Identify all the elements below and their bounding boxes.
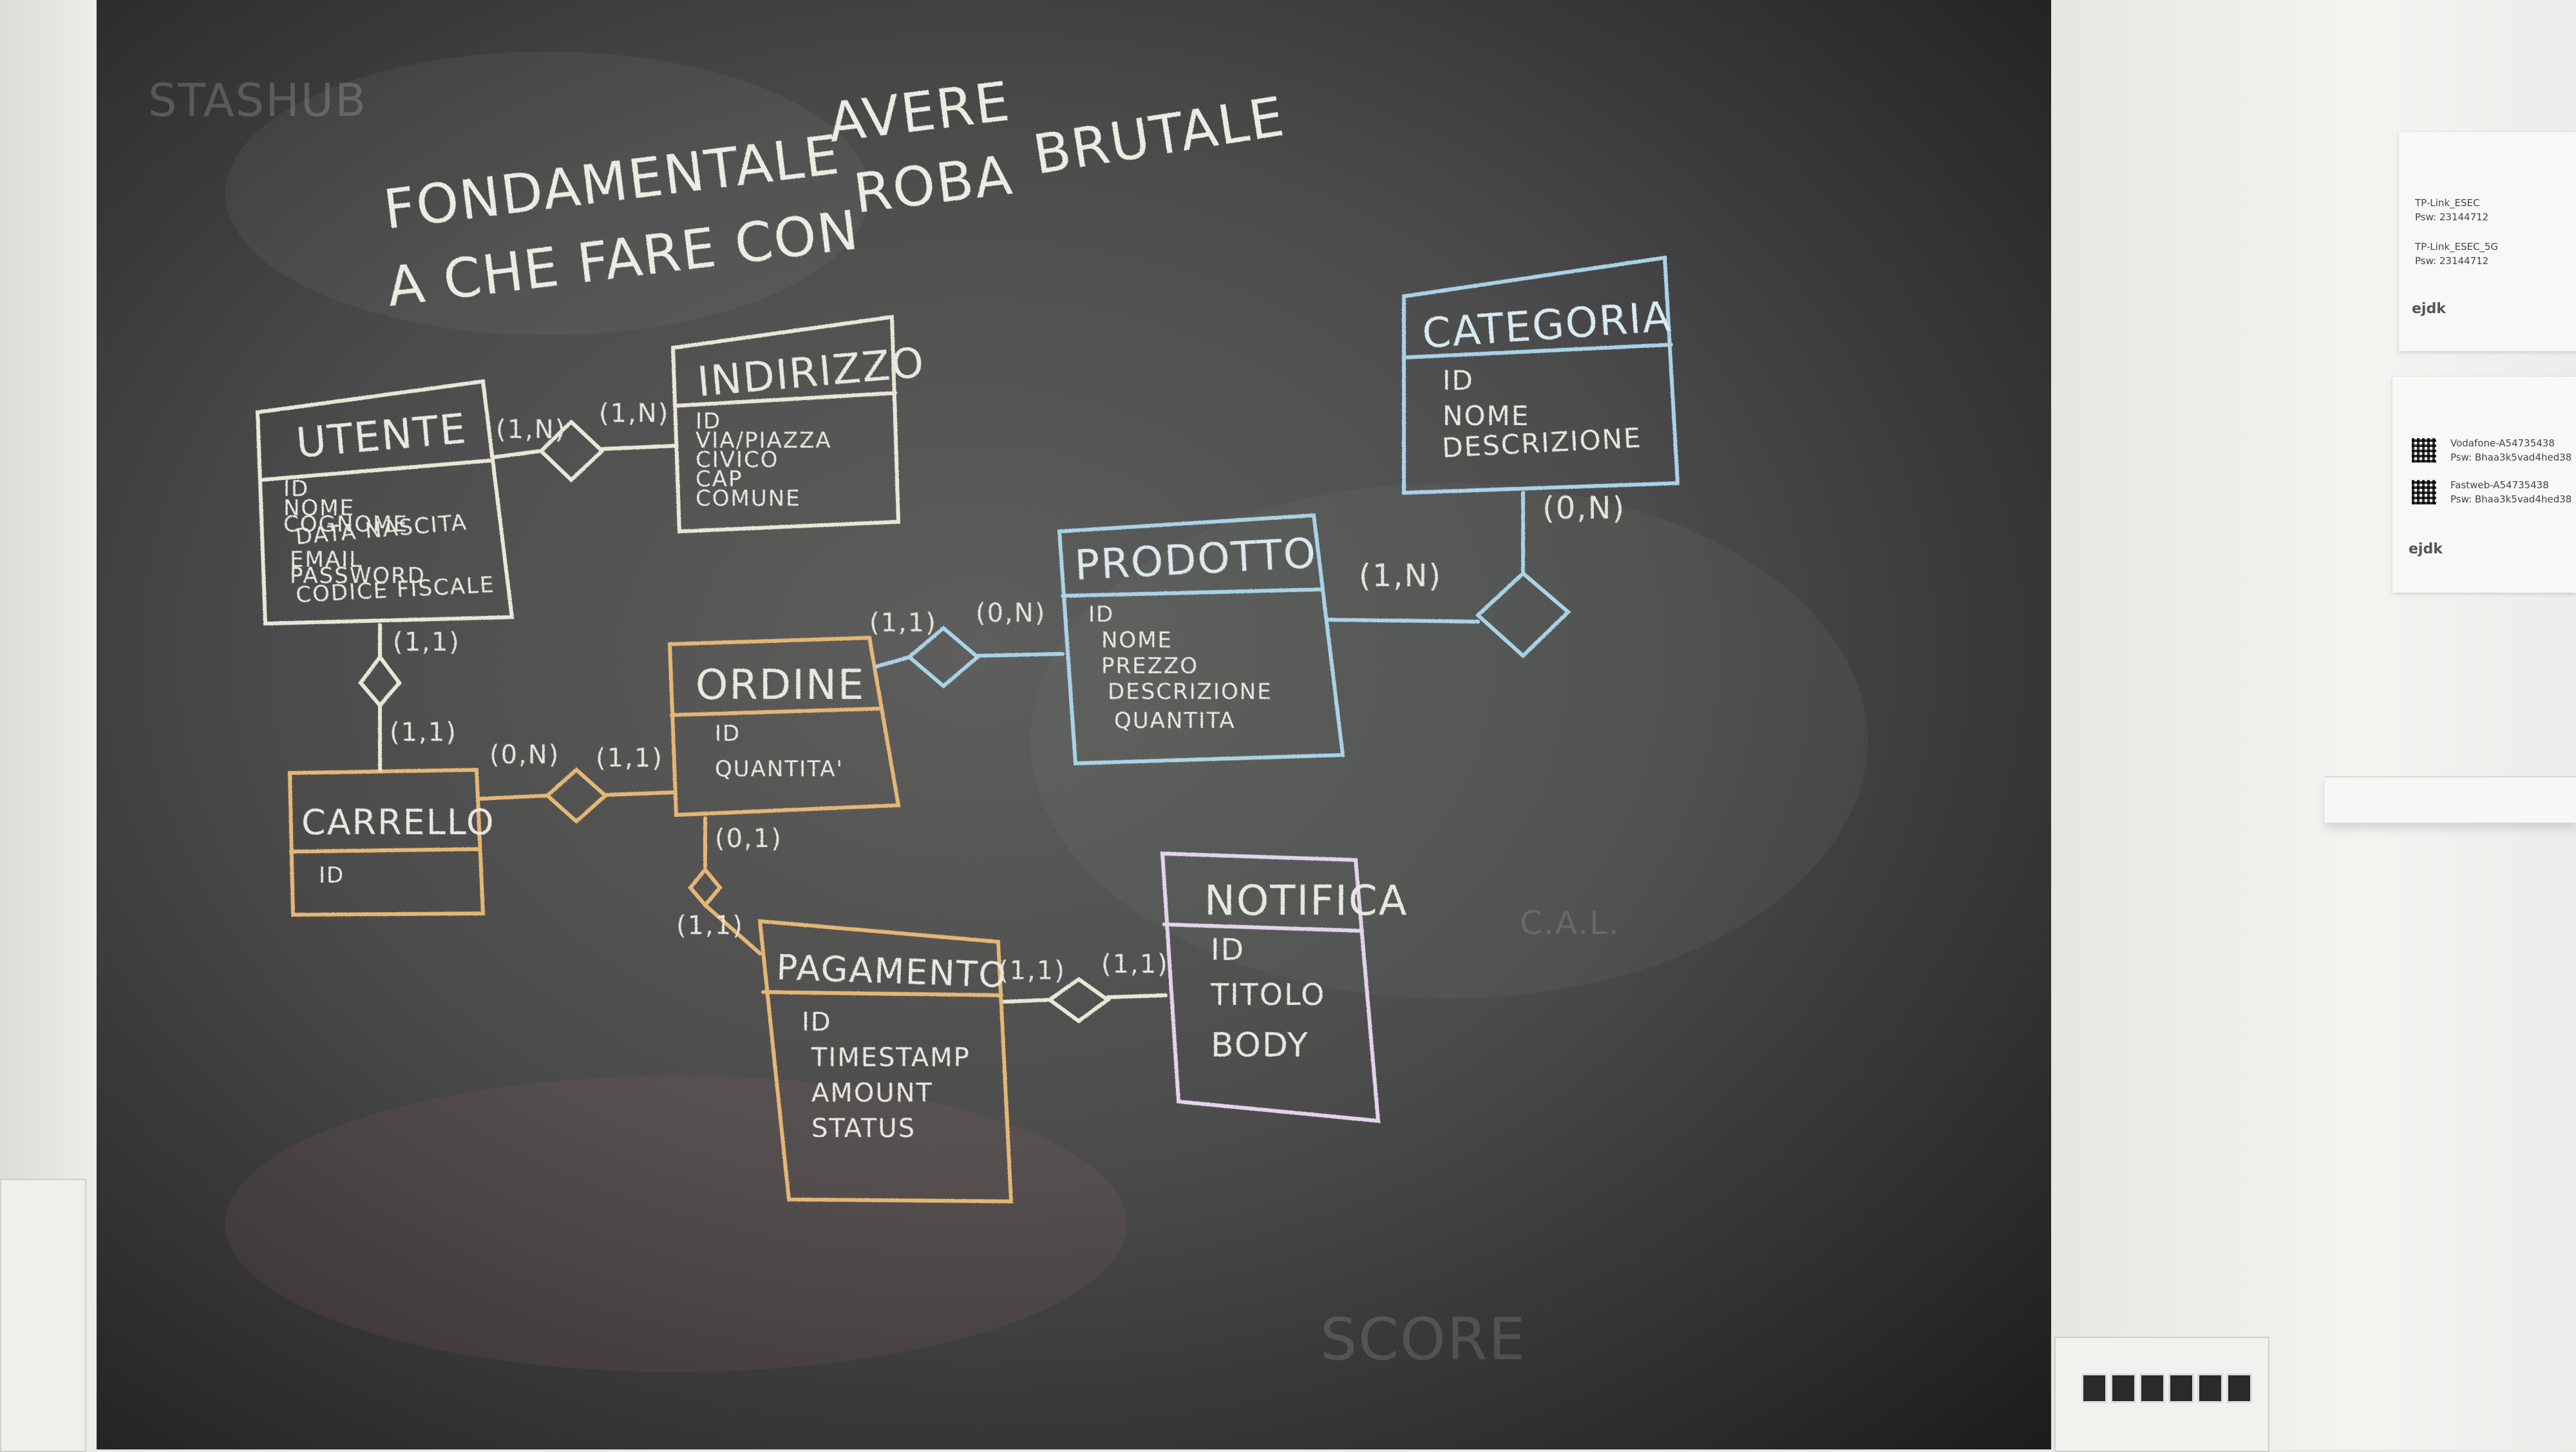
network-patch-panel <box>2054 1337 2269 1452</box>
attr-pagamento: AMOUNT <box>811 1078 933 1108</box>
ejdk-logo: ejdk <box>2409 541 2443 557</box>
entity-indirizzo <box>670 314 901 534</box>
cardinality-label: (1,N) <box>496 415 566 444</box>
relationship-ordine-pagamento <box>688 816 762 955</box>
cardinality-label: (1,1) <box>676 911 744 941</box>
attr-ordine: QUANTITA' <box>715 756 844 782</box>
ethernet-port <box>2110 1373 2136 1403</box>
wifi-card-2: Vodafone-A54735438 Psw: Bhaa3k5vad4hed38… <box>2392 377 2576 593</box>
entity-title-pagamento: PAGAMENTO <box>776 947 1008 995</box>
relationship-carrello-ordine <box>478 767 675 825</box>
smudge-layer <box>225 52 1868 1372</box>
wifi-network-name: Vodafone-A54735438 <box>2450 437 2555 449</box>
attr-pagamento: ID <box>802 1008 832 1037</box>
attr-utente: COGNOME <box>283 511 408 537</box>
attr-prodotto: QUANTITA <box>1114 708 1236 734</box>
wifi-password: Psw: 23144712 <box>2415 255 2489 267</box>
cardinality-label: (1,N) <box>1359 558 1442 594</box>
entity-prodotto <box>1057 513 1345 766</box>
entity-title-carrello: CARRELLO <box>301 802 495 843</box>
chalk-diagram: STASHUB C.A.L. SCORE FONDAMENTALE AVERE … <box>148 52 1868 1373</box>
cardinality-label: (1,N) <box>599 399 669 428</box>
qr-code-icon <box>2412 438 2436 463</box>
relationship-pagamento-notifica <box>1003 977 1168 1024</box>
ethernet-port <box>2226 1373 2252 1403</box>
header-line-1b: AVERE <box>824 70 1014 155</box>
entity-title-ordine: ORDINE <box>696 662 865 709</box>
attr-prodotto: NOME <box>1101 627 1173 653</box>
entity-notifica <box>1160 851 1381 1123</box>
relationship-prodotto-categoria <box>1325 491 1571 659</box>
relationship-utente-indirizzo <box>491 419 677 483</box>
attr-utente: PASSWORD <box>290 563 426 589</box>
wifi-password: Psw: Bhaa3k5vad4hed38 <box>2450 493 2572 505</box>
ethernet-port <box>2168 1373 2194 1403</box>
attr-categoria: NOME <box>1443 400 1530 432</box>
attr-notifica: BODY <box>1211 1026 1309 1065</box>
wifi-card-1: TP-Link_ESEC Psw: 23144712 TP-Link_ESEC_… <box>2399 132 2576 351</box>
wall-outlet-panel <box>0 1179 86 1452</box>
chalkboard: STASHUB C.A.L. SCORE FONDAMENTALE AVERE … <box>97 0 2051 1449</box>
wall-shelf <box>2325 776 2576 823</box>
attr-indirizzo: CIVICO <box>696 447 779 473</box>
faded-text-bottom: SCORE <box>1320 1306 1526 1373</box>
cardinality-label: (1,1) <box>998 956 1066 986</box>
ethernet-port <box>2081 1373 2107 1403</box>
entity-title-indirizzo: INDIRIZZO <box>696 339 927 406</box>
wifi-network-name: Fastweb-A54735438 <box>2450 479 2549 491</box>
ethernet-port <box>2197 1373 2223 1403</box>
header-line-2c: BRUTALE <box>1029 84 1289 186</box>
attr-notifica: ID <box>1211 932 1245 967</box>
faded-text-topleft: STASHUB <box>148 74 367 127</box>
entity-categoria <box>1402 255 1680 495</box>
cardinality-label: (0,1) <box>715 824 782 854</box>
entity-title-notifica: NOTIFICA <box>1204 877 1408 925</box>
attr-carrello: ID <box>319 863 345 888</box>
attr-ordine: ID <box>715 721 741 747</box>
attr-indirizzo: CAP <box>696 466 743 492</box>
wifi-network-name: TP-Link_ESEC <box>2415 197 2480 209</box>
header-line-2b: ROBA <box>850 143 1016 225</box>
cardinality-label: (0,N) <box>489 740 560 770</box>
attr-utente: NOME <box>283 495 355 521</box>
entity-carrello <box>287 767 486 917</box>
entity-title-categoria: CATEGORIA <box>1421 293 1673 358</box>
faded-text-middle: C.A.L. <box>1520 904 1620 942</box>
attr-prodotto: PREZZO <box>1101 653 1198 679</box>
entity-utente <box>255 379 515 626</box>
ethernet-port <box>2139 1373 2165 1403</box>
cardinality-label: (1,1) <box>596 743 663 773</box>
attr-prodotto: DESCRIZIONE <box>1108 679 1273 705</box>
cardinality-label: (1,1) <box>869 608 937 638</box>
attr-indirizzo: ID <box>696 408 721 434</box>
attr-indirizzo: COMUNE <box>696 486 801 511</box>
cardinality-label: (1,1) <box>393 627 460 657</box>
cardinality-label: (0,N) <box>1542 490 1625 526</box>
attr-pagamento: TIMESTAMP <box>811 1043 971 1073</box>
attr-prodotto: ID <box>1088 602 1114 627</box>
cardinality-label: (0,N) <box>976 598 1046 628</box>
qr-code-icon <box>2412 480 2436 504</box>
wifi-network-name: TP-Link_ESEC_5G <box>2415 241 2499 253</box>
wifi-password: Psw: Bhaa3k5vad4hed38 <box>2450 452 2572 463</box>
attr-pagamento: STATUS <box>811 1114 916 1143</box>
entity-pagamento <box>757 919 1014 1204</box>
cardinality-label: (1,1) <box>390 718 457 747</box>
attr-notifica: TITOLO <box>1210 977 1325 1012</box>
entity-title-utente: UTENTE <box>294 405 469 468</box>
ejdk-logo: ejdk <box>2412 301 2446 317</box>
attr-utente: EMAIL <box>290 547 363 573</box>
entity-ordine <box>667 635 901 817</box>
relationship-ordine-prodotto <box>874 626 1065 689</box>
wifi-password: Psw: 23144712 <box>2415 211 2489 223</box>
cardinality-label: (1,1) <box>1101 950 1169 979</box>
attr-utente: ID <box>283 476 309 502</box>
relationship-utente-carrello <box>358 623 402 772</box>
attr-indirizzo: VIA/PIAZZA <box>696 428 832 454</box>
attr-categoria: ID <box>1443 365 1474 396</box>
